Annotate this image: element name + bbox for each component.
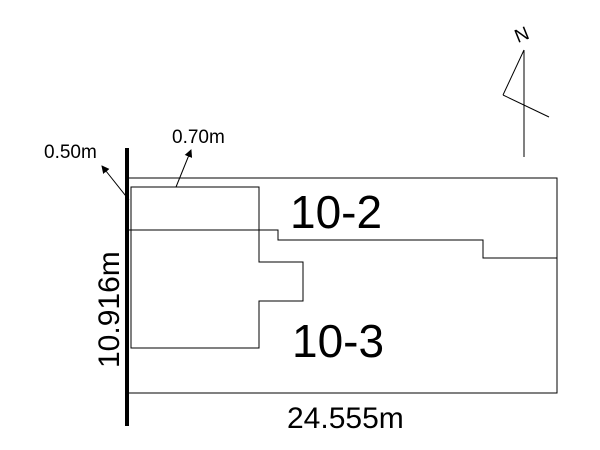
height-dimension-label: 10.916m xyxy=(93,251,126,368)
setback-left-leader xyxy=(101,165,130,201)
lot-division-line xyxy=(128,229,557,259)
lot-label-lower: 10-3 xyxy=(292,315,384,367)
north-arrow-left-edge xyxy=(502,49,525,96)
north-arrow-diagonal xyxy=(502,94,550,118)
north-arrow-icon: N xyxy=(502,23,550,157)
setback-left-label: 0.50m xyxy=(44,142,97,163)
setback-top-label: 0.70m xyxy=(172,127,225,148)
setback-top-leader xyxy=(175,149,193,188)
lot-label-upper: 10-2 xyxy=(290,186,382,238)
building-footprint xyxy=(130,186,304,349)
width-dimension-label: 24.555m xyxy=(287,402,404,435)
north-label: N xyxy=(512,23,533,48)
